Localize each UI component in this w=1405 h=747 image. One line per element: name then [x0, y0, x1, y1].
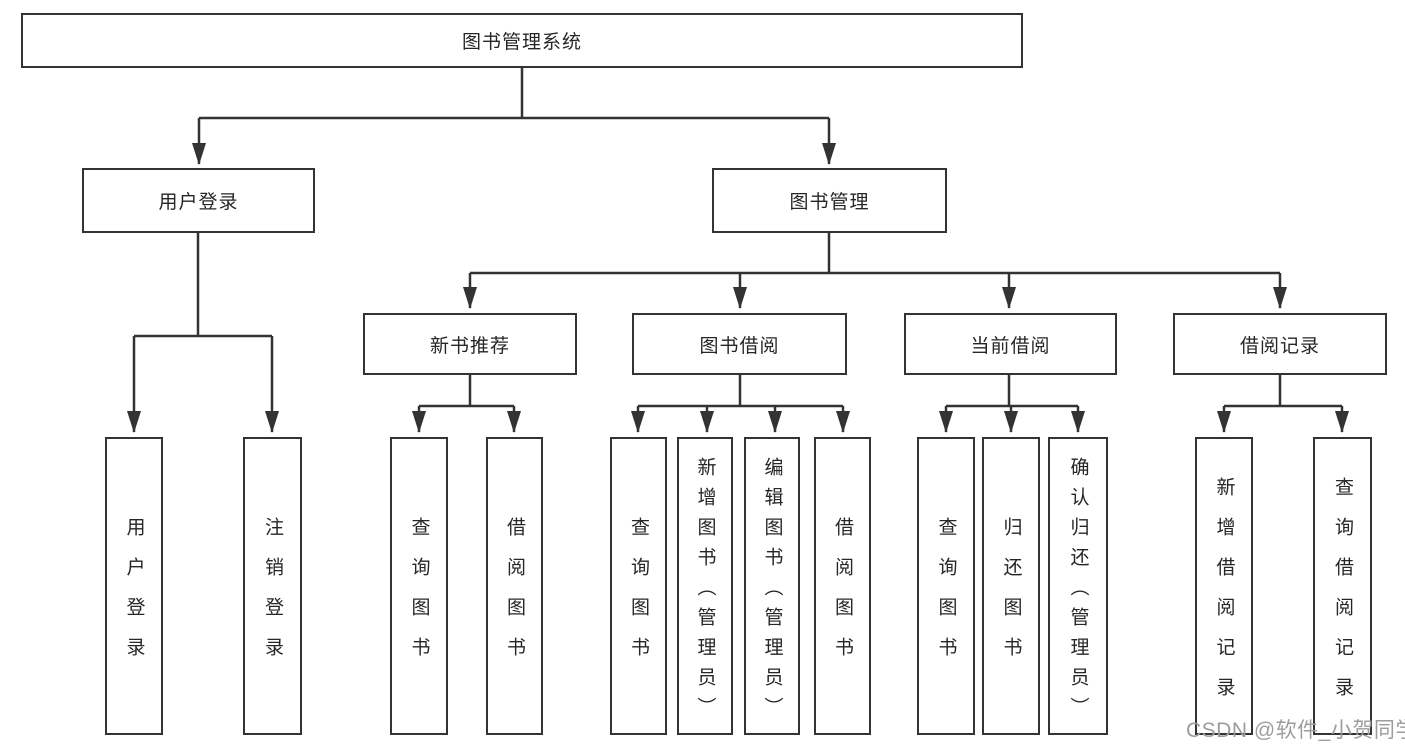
- node-label: 用户登录: [123, 516, 145, 677]
- node-label: 借阅图书: [504, 516, 525, 677]
- node-label: 查询图书: [935, 516, 957, 677]
- connector-group: [127, 67, 1349, 433]
- node-current-borrowing: 当前借阅: [904, 313, 1117, 375]
- node-label: 用户登录: [158, 192, 239, 213]
- leaf-return-books: 归还图书: [982, 437, 1040, 735]
- leaf-confirm-return-admin: 确认归还（管理员）: [1048, 437, 1108, 735]
- node-borrowing-records: 借阅记录: [1173, 313, 1387, 375]
- leaf-add-books-admin: 新增图书（管理员）: [677, 437, 733, 735]
- leaf-borrow-books-recommend: 借阅图书: [486, 437, 543, 735]
- leaf-add-borrow-record: 新增借阅记录: [1195, 437, 1253, 735]
- node-label: 注销登录: [262, 516, 283, 677]
- node-label: 图书借阅: [699, 335, 780, 357]
- node-new-book-recommend: 新书推荐: [363, 313, 577, 375]
- leaf-query-books-recommend: 查询图书: [390, 437, 448, 735]
- node-book-management: 图书管理: [712, 168, 947, 233]
- node-label: 新增借阅记录: [1213, 476, 1235, 717]
- node-label: 查询图书: [628, 516, 649, 677]
- node-user-login: 用户登录: [82, 168, 315, 233]
- leaf-query-borrow-record: 查询借阅记录: [1313, 437, 1372, 735]
- leaf-borrow-books: 借阅图书: [814, 437, 871, 735]
- leaf-query-books-current: 查询图书: [917, 437, 975, 735]
- leaf-user-login: 用户登录: [105, 437, 163, 735]
- node-book-borrowing: 图书借阅: [632, 313, 847, 375]
- node-label: 新增图书（管理员）: [694, 456, 716, 727]
- node-label: 查询图书: [408, 516, 430, 677]
- csdn-watermark: CSDN @软件_小贺同学: [1186, 719, 1405, 742]
- node-label: 查询借阅记录: [1332, 476, 1353, 717]
- leaf-logout: 注销登录: [243, 437, 302, 735]
- node-label: 图书管理: [789, 192, 870, 213]
- leaf-query-books-borrow: 查询图书: [610, 437, 667, 735]
- node-label: 归还图书: [1000, 516, 1022, 677]
- node-label: 借阅记录: [1239, 335, 1320, 357]
- node-label: 确认归还（管理员）: [1067, 456, 1089, 727]
- node-label: 新书推荐: [429, 335, 510, 357]
- node-label: 图书管理系统: [461, 32, 582, 53]
- leaf-edit-books-admin: 编辑图书（管理员）: [744, 437, 800, 735]
- node-label: 编辑图书（管理员）: [761, 456, 783, 727]
- node-label: 借阅图书: [832, 516, 853, 677]
- node-library-system: 图书管理系统: [21, 13, 1023, 68]
- node-label: 当前借阅: [970, 335, 1051, 357]
